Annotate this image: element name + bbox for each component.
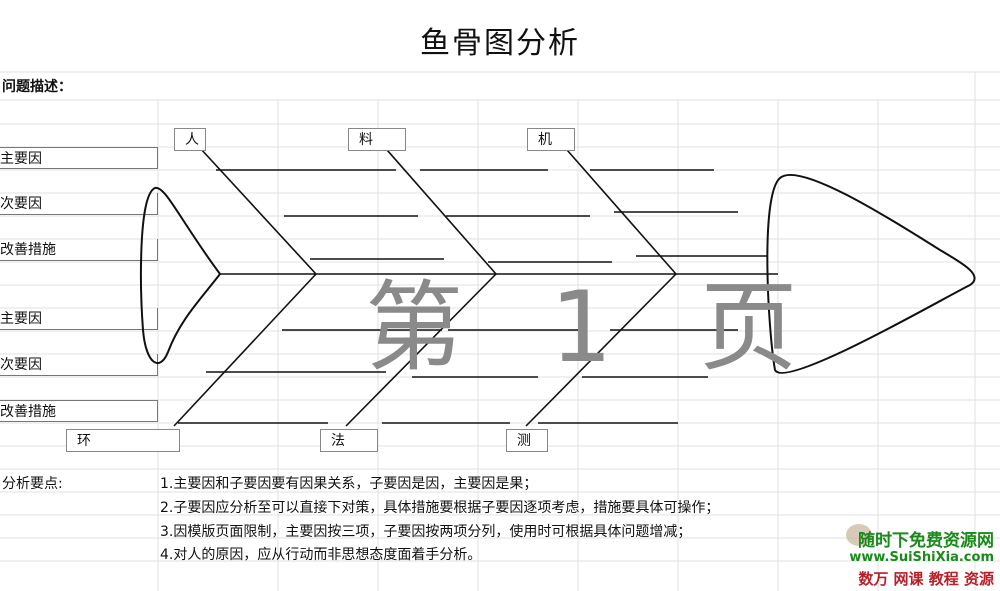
logo-line-1: 随时下免费资源网 — [858, 531, 994, 551]
bone-environment — [173, 273, 317, 427]
category-machine: 机 — [527, 128, 575, 151]
bone-method — [345, 273, 497, 427]
note-item: 1.主要因和子要因要有因果关系，子要因是因，主要因是果； — [160, 476, 538, 492]
fish-tail — [140, 186, 222, 364]
row-label-main-cause-top: 主要因 — [0, 147, 158, 169]
analysis-points-label: 分析要点: — [2, 476, 63, 492]
fish-head — [766, 174, 976, 374]
category-person: 人 — [174, 128, 206, 151]
bone-machine — [559, 141, 677, 275]
row-label-improvement-bottom: 改善措施 — [0, 400, 158, 422]
row-label-sub-cause-bottom: 次要因 — [0, 354, 158, 376]
category-material: 料 — [348, 128, 406, 151]
category-measurement: 测 — [506, 429, 548, 452]
category-environment: 环 — [66, 429, 180, 452]
problem-description-label: 问题描述： — [2, 79, 72, 95]
note-item: 2.子要因应分析至可以直接下对策，具体措施要根据子要因逐项考虑，措施要具体可操作… — [160, 500, 720, 516]
row-label-main-cause-bottom: 主要因 — [0, 308, 158, 330]
bone-measurement — [525, 273, 677, 427]
page-title: 鱼骨图分析 — [420, 26, 580, 61]
logo-icon — [846, 524, 872, 546]
row-label-sub-cause-top: 次要因 — [0, 193, 158, 215]
logo-line-3: 数万 网课 教程 资源 — [858, 570, 994, 588]
note-item: 3.因模版页面限制，主要因按三项，子要因按两项分列，使用时可根据具体问题增减； — [160, 524, 692, 540]
bone-material — [379, 141, 497, 275]
note-item: 4.对人的原因，应从行动而非思想态度面着手分析。 — [160, 547, 482, 563]
category-method: 法 — [320, 429, 378, 452]
bone-person — [199, 147, 317, 275]
page-number-watermark: 第 1 页 — [365, 271, 826, 385]
site-watermark-logo: 随时下免费资源网 www.SuiShiXia.com 数万 网课 教程 资源 — [840, 520, 1000, 591]
row-label-improvement-top: 改善措施 — [0, 239, 158, 261]
logo-line-2: www.SuiShiXia.com — [849, 550, 994, 565]
